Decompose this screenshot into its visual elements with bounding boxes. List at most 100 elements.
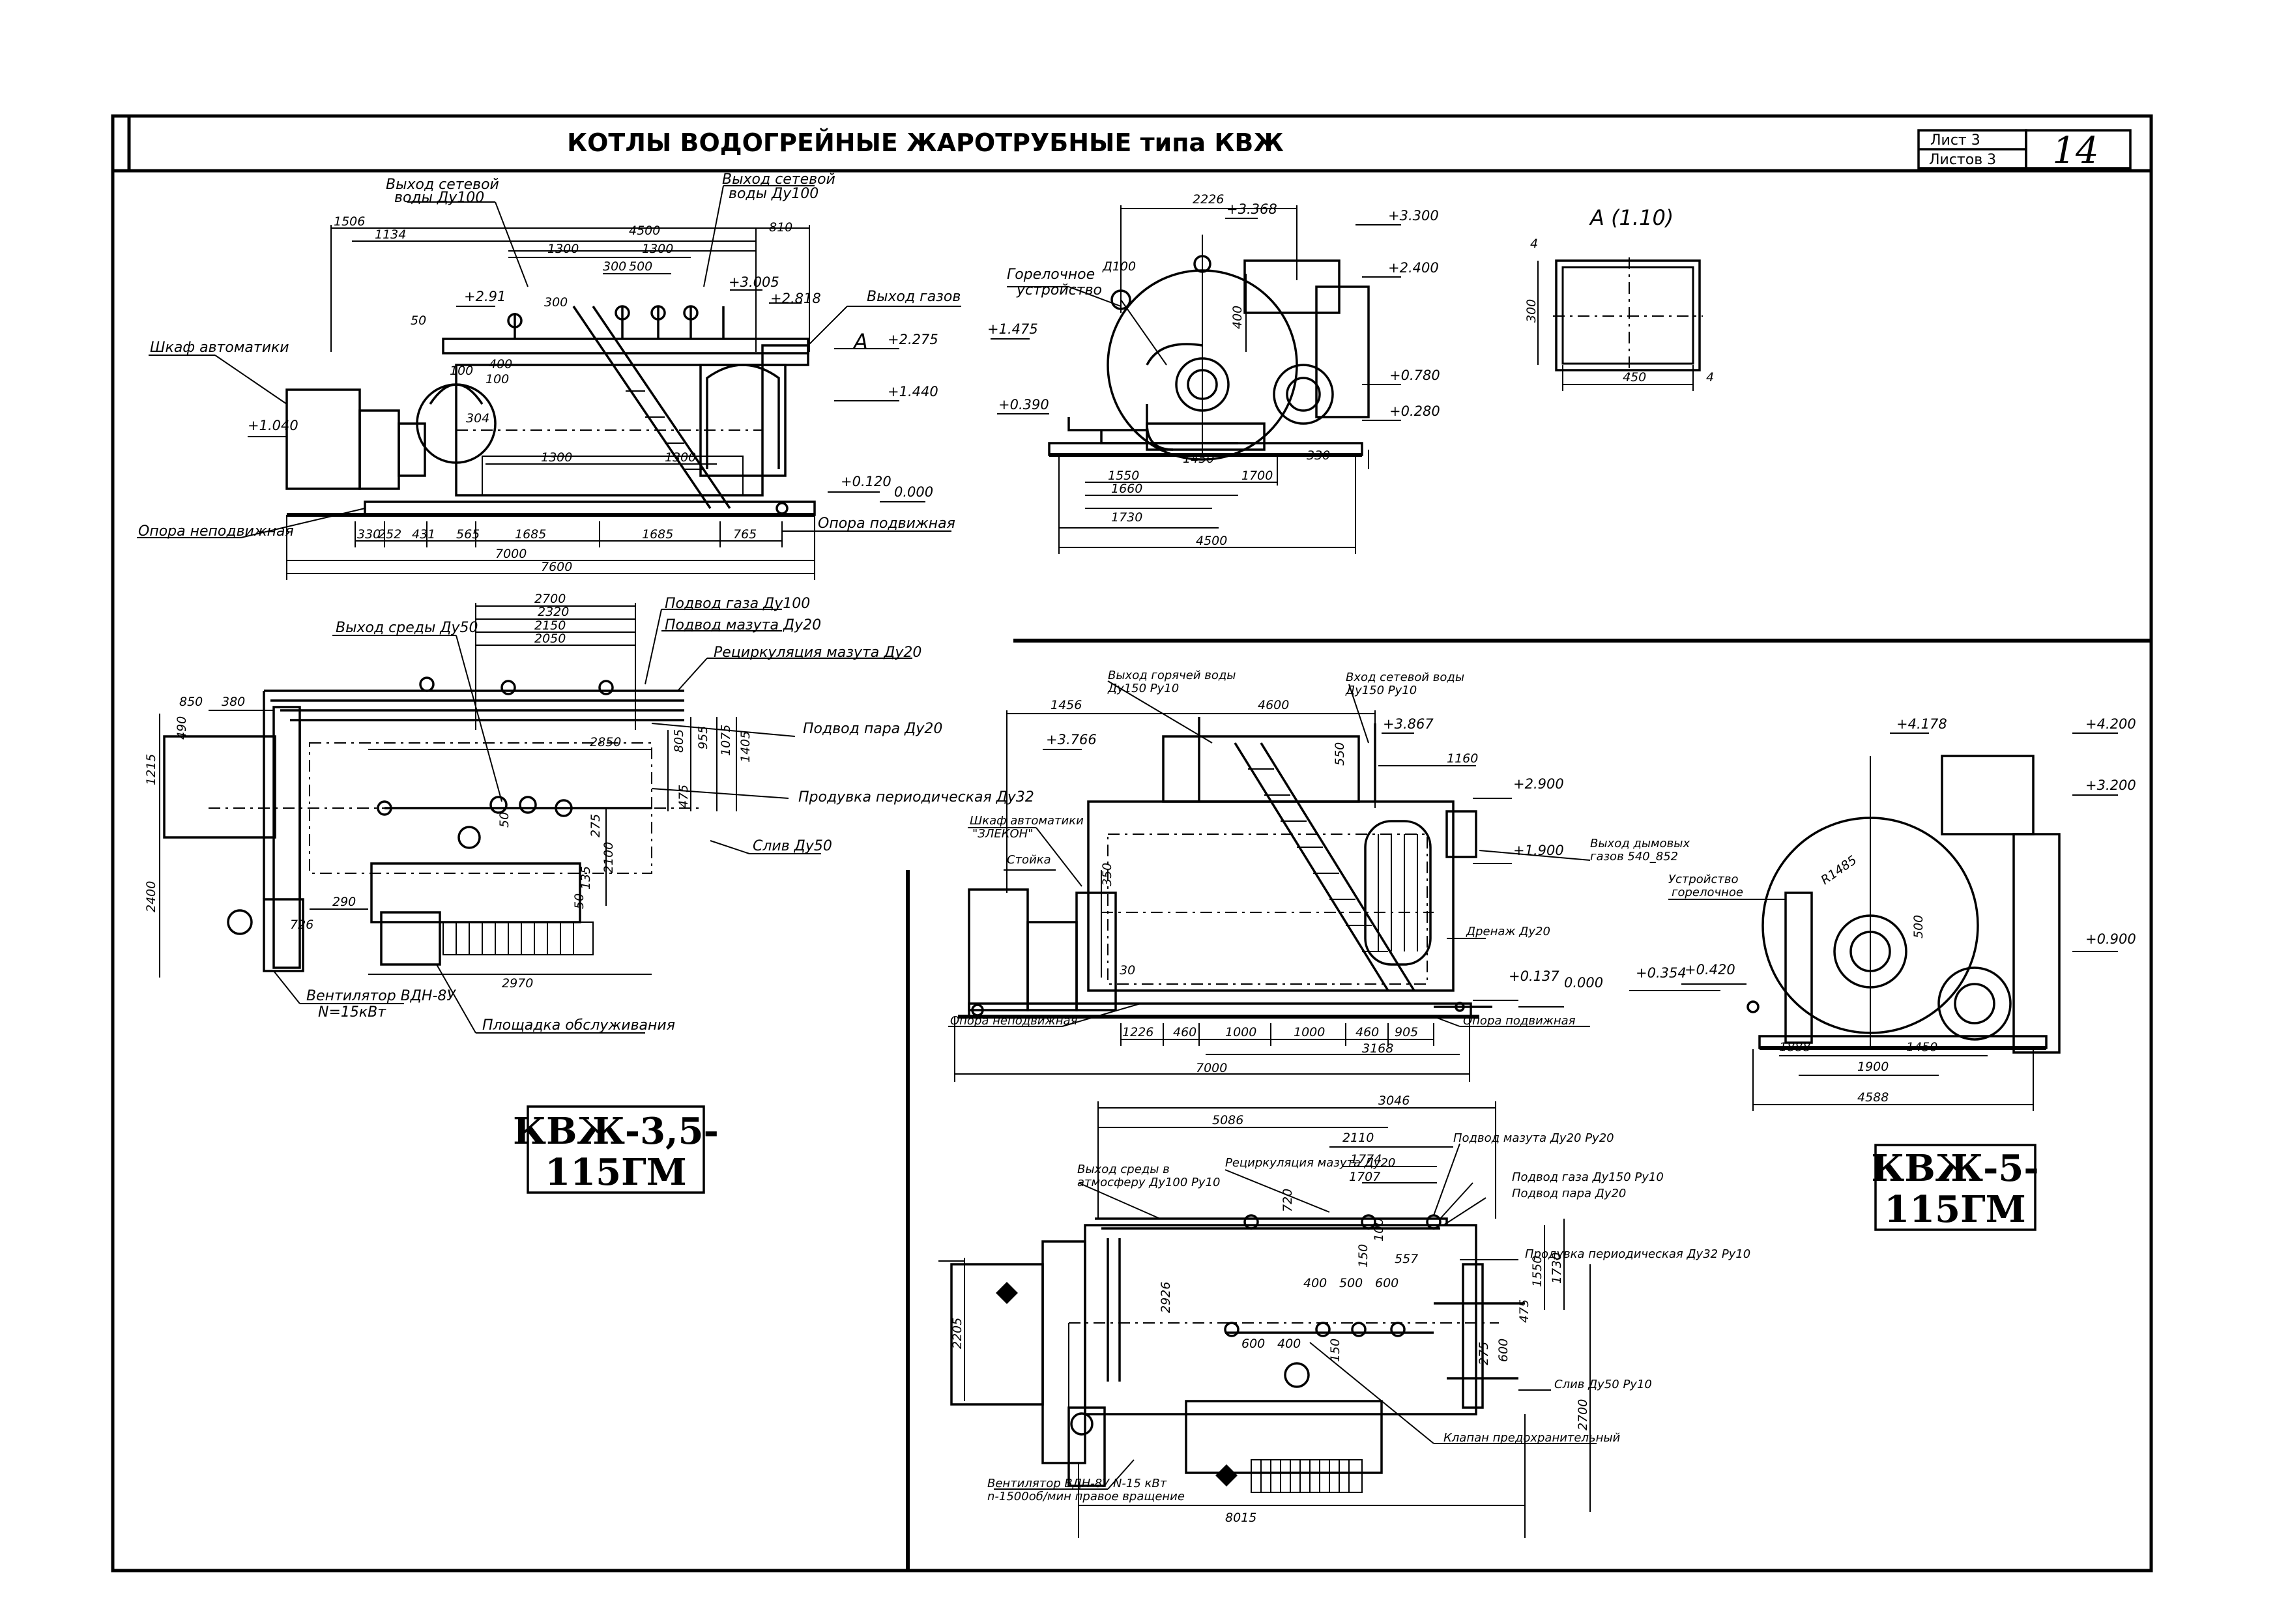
label-stand: Стойка	[1007, 853, 1051, 867]
dim-600b: 600	[1241, 1337, 1265, 1351]
dim-1160: 1160	[1447, 751, 1478, 766]
dim-1215: 1215	[144, 754, 158, 785]
label-outlet2: Выход сетевой	[722, 171, 835, 188]
dim-330: 330	[357, 527, 381, 542]
dim-1000b: 1000	[1294, 1025, 1325, 1039]
dim-955: 955	[696, 726, 710, 749]
dim-1134: 1134	[375, 227, 406, 242]
dim-7000: 7000	[495, 547, 527, 561]
dim-7000-5: 7000	[1196, 1061, 1227, 1075]
view-a-gap2: 4	[1706, 370, 1714, 384]
top-left-labels: Выход сетевой воды Ду100 Выход сетевой в…	[138, 171, 961, 574]
label-support-movable-5: Опора подвижная	[1463, 1014, 1576, 1028]
dim-300b: 300	[544, 295, 568, 310]
elev-0-390: +0.390	[998, 397, 1049, 413]
label-gas-in-5: Подвод газа Ду150 Ру10	[1512, 1170, 1664, 1184]
label-fan: Вентилятор ВДН-8У	[306, 988, 456, 1004]
dim-1660: 1660	[1111, 482, 1142, 496]
top-front-view	[991, 205, 1401, 554]
label-support-movable: Опора подвижная	[818, 515, 955, 532]
dim-1300a: 1300	[547, 242, 579, 256]
far-right-front-view	[1629, 732, 2118, 1231]
model-box-5	[1874, 1144, 2036, 1231]
dim-500: 500	[629, 259, 652, 274]
label-net-in: Вход сетевой воды	[1346, 671, 1464, 684]
dim-275: 275	[588, 814, 603, 837]
dim-380: 380	[222, 695, 245, 709]
dim-8015: 8015	[1225, 1511, 1256, 1525]
dim-431: 431	[412, 527, 435, 542]
automation-cabinet	[285, 388, 361, 490]
dim-400-front: 400	[1230, 306, 1245, 329]
dim-252: 252	[378, 527, 401, 542]
dim-1456: 1456	[1051, 698, 1082, 712]
dim-2970: 2970	[502, 976, 533, 991]
dim-2150: 2150	[534, 618, 566, 633]
dim-1300d: 1300	[665, 450, 696, 465]
dim-5086: 5086	[1212, 1113, 1243, 1127]
dim-400b: 400	[1277, 1337, 1301, 1351]
dim-3046: 3046	[1378, 1094, 1410, 1108]
dim-2320: 2320	[538, 605, 569, 619]
dim-475: 475	[676, 785, 691, 808]
model-3-5-line2: 115ГМ	[545, 1151, 687, 1194]
dim-2700: 2700	[534, 592, 566, 606]
elev-3-200: +3.200	[2085, 777, 2136, 793]
elev-0-280: +0.280	[1389, 403, 1440, 419]
dim-2926: 2926	[1159, 1282, 1173, 1313]
elev-0-120: +0.120	[841, 474, 891, 489]
boiler-body-5	[1087, 800, 1455, 992]
dim-3168: 3168	[1362, 1041, 1393, 1056]
view-a-detail: А (1.10) 450 300 4 4	[1524, 205, 1714, 391]
dim-565: 565	[456, 527, 480, 542]
label-hot-out2: Ду150 Ру10	[1107, 682, 1179, 695]
mid-right-labels: Выход горячей воды Ду150 Ру10 Вход сетев…	[950, 669, 2136, 1105]
dim-1700: 1700	[1241, 469, 1273, 483]
label-d100: Д100	[1102, 259, 1136, 274]
dim-600c: 600	[1496, 1339, 1511, 1362]
top-front-labels: Горелочное устройство Д100 +3.368 +3.300…	[987, 192, 1440, 548]
label-blowdown: Продувка периодическая Ду32	[798, 789, 1034, 805]
dim-550: 550	[1333, 742, 1347, 766]
dim-810: 810	[769, 220, 792, 235]
elev-2-400: +2.400	[1388, 260, 1439, 276]
elev-4-200: +4.200	[2085, 716, 2136, 732]
label-drain-5: Дренаж Ду20	[1466, 925, 1550, 938]
label-outlet1b: воды Ду100	[394, 190, 484, 206]
dim-7600: 7600	[541, 560, 572, 574]
label-burner-5: Устройство	[1668, 873, 1739, 886]
label-media-out: Выход среды Ду50	[336, 620, 478, 636]
dim-4500-front: 4500	[1196, 534, 1227, 548]
dim-r1485: R1485	[1818, 853, 1859, 888]
label-fan-power: N=15кВт	[318, 1004, 386, 1021]
elev-0-000: 0.000	[894, 484, 933, 500]
dim-490: 490	[175, 716, 189, 740]
mid-left-plan-view	[159, 603, 912, 1194]
dim-304: 304	[466, 411, 489, 426]
elev-0-900: +0.900	[2085, 931, 2136, 947]
elev-3-368: +3.368	[1226, 201, 1277, 217]
label-support-fixed: Опора неподвижная	[138, 523, 294, 540]
elev-3-867: +3.867	[1383, 716, 1434, 732]
dim-30: 30	[1120, 963, 1135, 978]
elev-1-440: +1.440	[888, 384, 938, 399]
elev-0-000-5: 0.000	[1564, 975, 1603, 991]
elev-1-475: +1.475	[987, 321, 1038, 337]
dim-100-5: 100	[1372, 1218, 1386, 1241]
elev-0-354: +0.354	[1636, 965, 1687, 981]
label-net-in2: Ду150 Ру10	[1345, 684, 1417, 697]
view-a-width: 450	[1623, 370, 1646, 384]
label-fan-5b: n-1500об/мин правое вращение	[987, 1490, 1185, 1503]
dim-2050: 2050	[534, 631, 566, 646]
dim-1730-plan: 1730	[1550, 1253, 1564, 1284]
dim-805: 805	[672, 729, 686, 753]
label-flue-out: Выход дымовых	[1590, 837, 1690, 850]
model-box-3-5	[527, 1105, 705, 1194]
model-3-5-line1: КВЖ-3,5-	[513, 1110, 719, 1153]
dim-400a: 400	[1303, 1276, 1327, 1290]
dim-1730: 1730	[1111, 510, 1142, 525]
elev-3-766: +3.766	[1046, 732, 1097, 747]
label-automation-cabinet: Шкаф автоматики	[150, 340, 289, 356]
label-gas-out: Выход газов	[867, 289, 961, 305]
